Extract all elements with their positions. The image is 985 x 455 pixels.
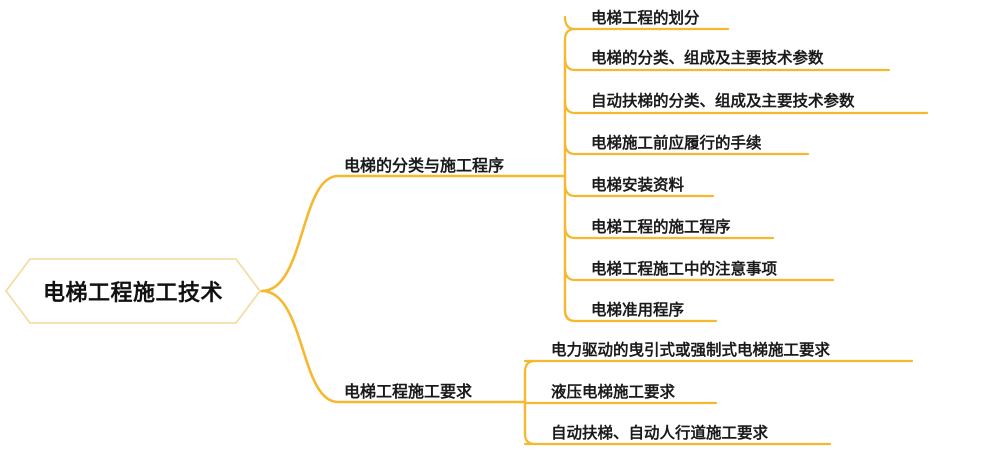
edge-leaf-b1-7 bbox=[563, 266, 835, 282]
leaf-approval-procedure[interactable]: 电梯准用程序 bbox=[591, 301, 685, 319]
leaf-traction-elevator-requirements[interactable]: 电力驱动的曳引式或强制式电梯施工要求 bbox=[551, 341, 831, 359]
branch-label-requirements[interactable]: 电梯工程施工要求 bbox=[344, 382, 473, 401]
edge-leaf-b1-5 bbox=[563, 182, 715, 198]
root-node[interactable]: 电梯工程施工技术 bbox=[4, 257, 262, 325]
edge-leaf-b1-bottom-curve bbox=[563, 309, 577, 323]
leaf-construction-notes[interactable]: 电梯工程施工中的注意事项 bbox=[591, 260, 778, 278]
leaf-escalator-classification[interactable]: 自动扶梯的分类、组成及主要技术参数 bbox=[591, 92, 855, 110]
leaf-division[interactable]: 电梯工程的划分 bbox=[591, 9, 700, 27]
root-hexagon-shape bbox=[5, 258, 261, 324]
leaf-escalator-walkway-requirements[interactable]: 自动扶梯、自动人行道施工要求 bbox=[551, 424, 769, 442]
edge-leaf-b1-2 bbox=[563, 56, 891, 72]
edge-root-to-branch-1 bbox=[260, 174, 567, 293]
edge-leaf-b1-top-curve bbox=[563, 27, 577, 42]
leaf-installation-documents[interactable]: 电梯安装资料 bbox=[591, 176, 685, 194]
edge-leaf-b1-4 bbox=[563, 140, 810, 156]
edge-leaf-b2-top-curve bbox=[523, 359, 537, 374]
leaf-hydraulic-elevator-requirements[interactable]: 液压电梯施工要求 bbox=[551, 383, 676, 401]
leaf-elevator-classification[interactable]: 电梯的分类、组成及主要技术参数 bbox=[591, 49, 824, 67]
edge-leaf-b1-3 bbox=[563, 99, 929, 115]
root-label: 电梯工程施工技术 bbox=[42, 281, 223, 306]
edge-leaf-b2-bottom-curve bbox=[523, 432, 537, 446]
leaf-construction-procedure[interactable]: 电梯工程的施工程序 bbox=[591, 218, 731, 236]
edge-leaf-b1-6 bbox=[563, 224, 775, 240]
leaf-pre-construction-procedures[interactable]: 电梯施工前应履行的手续 bbox=[591, 134, 762, 152]
edge-root-to-branch-2 bbox=[260, 289, 527, 404]
branch-label-classification[interactable]: 电梯的分类与施工程序 bbox=[344, 156, 505, 175]
